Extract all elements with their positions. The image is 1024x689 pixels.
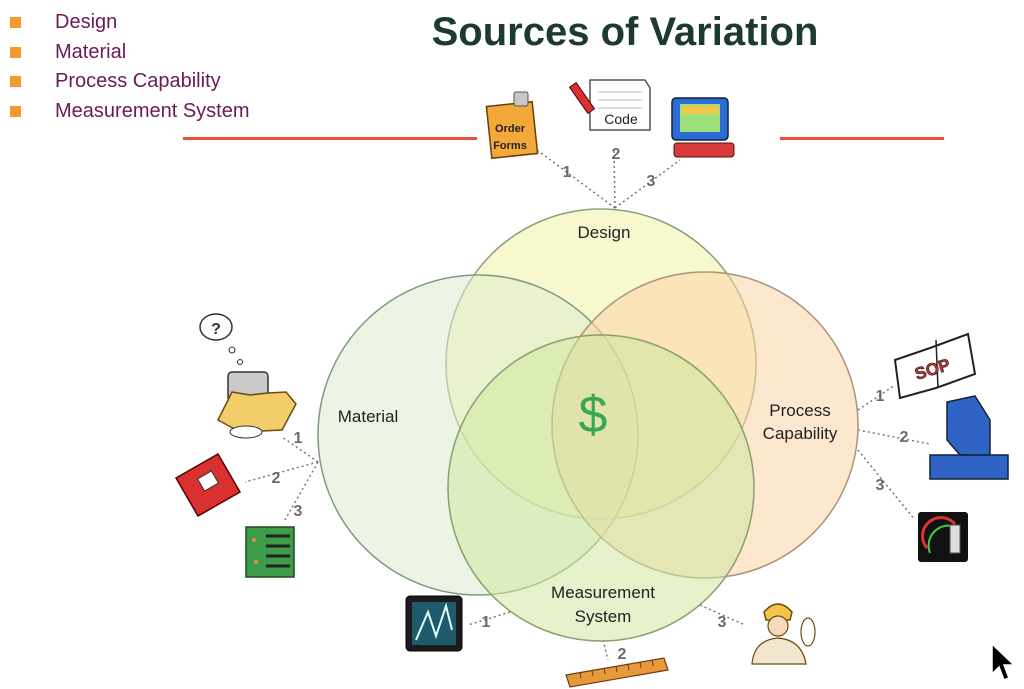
computer-icon [671, 97, 735, 158]
design-label: Design [578, 223, 631, 242]
design-number-2: 2 [612, 146, 621, 163]
measurement-system-circle [447, 334, 755, 642]
gauge-icon [918, 512, 968, 562]
blue-monitor-icon [929, 395, 1009, 480]
dollar-symbol: $ [579, 386, 608, 444]
process-number-1: 1 [876, 388, 885, 405]
code-document-icon: Code [568, 79, 651, 131]
process-number-3: 3 [876, 477, 885, 494]
bullet-square-icon [10, 105, 21, 117]
question-mark: ? [211, 321, 221, 338]
code-text: Code [604, 111, 638, 127]
floppy-disk-icon [174, 452, 242, 518]
measurement-number-1: 1 [482, 614, 491, 631]
material-label: Material [338, 407, 398, 426]
thinking-person-icon: ? [199, 313, 297, 439]
order-forms-icon: Order Forms [485, 91, 539, 160]
ruler-icon [565, 657, 669, 688]
process-capability-label-line-1: Process [769, 401, 830, 420]
material-number-3: 3 [294, 503, 303, 520]
bullet-text: Design [55, 11, 118, 34]
measurement-system-label-line-1: Measurement [551, 583, 655, 602]
process-number-2: 2 [900, 429, 909, 446]
bullet-square-icon [10, 46, 21, 58]
slide-title: Sources of Variation [431, 10, 819, 54]
order-forms-text-1: Order [495, 123, 526, 135]
sop-book-icon: SOP [893, 332, 977, 400]
bullet-item-design: Design [10, 8, 250, 38]
bullet-text: Process Capability [55, 70, 221, 93]
bullet-item-measurement-system: Measurement System [10, 97, 250, 127]
bullet-square-icon [10, 76, 21, 88]
circuit-board-icon [245, 526, 295, 578]
bullet-item-material: Material [10, 38, 250, 68]
material-number-1: 1 [294, 430, 303, 447]
design-number-3: 3 [647, 173, 656, 190]
process-capability-label-line-2: Capability [763, 424, 838, 443]
bullet-list: Design Material Process Capability Measu… [10, 8, 250, 126]
bullet-item-process-capability: Process Capability [10, 67, 250, 97]
material-number-2: 2 [272, 470, 281, 487]
order-forms-text-2: Forms [493, 140, 527, 152]
engineer-icon [751, 603, 816, 665]
title-rule-left [183, 137, 477, 140]
measurement-number-3: 3 [718, 614, 727, 631]
design-number-1: 1 [563, 164, 572, 181]
measurement-system-label-line-2: System [575, 607, 632, 626]
bullet-text: Measurement System [55, 99, 250, 122]
measurement-number-2: 2 [618, 646, 627, 663]
oscilloscope-icon [405, 595, 463, 652]
bullet-text: Material [55, 40, 127, 63]
title-rule-right [780, 137, 944, 140]
mouse-cursor-icon [991, 642, 1016, 681]
bullet-square-icon [10, 17, 21, 29]
leader-lines [244, 149, 931, 661]
